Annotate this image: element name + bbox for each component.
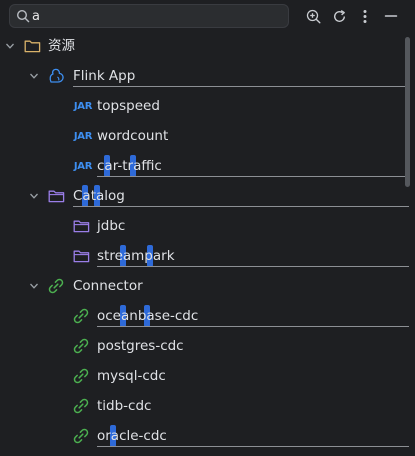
search-match-highlight	[130, 155, 136, 177]
tree-node-label: Flink App	[73, 68, 136, 84]
collapse-icon	[384, 15, 398, 17]
tree-node-label: Connector	[73, 278, 143, 294]
tree-leaf-tidb-cdc[interactable]: tidb-cdc	[0, 391, 415, 421]
tree-leaf-label: oceanbase-cdc	[97, 308, 199, 324]
link-icon	[72, 398, 90, 414]
separator-line	[97, 326, 409, 327]
search-match-highlight	[120, 305, 126, 327]
tree-leaf-oracle-cdc[interactable]: oracle-cdc	[0, 421, 415, 451]
search-match-highlight	[82, 185, 88, 207]
link-icon	[72, 338, 90, 354]
chevron-down-icon[interactable]	[29, 281, 39, 291]
tree-leaf-jdbc[interactable]: jdbc	[0, 211, 415, 241]
tree-leaf-label: car-traffic	[97, 158, 162, 174]
separator-line	[97, 446, 409, 447]
tree-leaf-topspeed[interactable]: JAR topspeed	[0, 91, 415, 121]
jar-icon: JAR	[73, 160, 93, 172]
tree-node-connector[interactable]: Connector	[0, 271, 415, 301]
tree-leaf-postgres-cdc[interactable]: postgres-cdc	[0, 331, 415, 361]
tree-leaf-label: jdbc	[97, 218, 126, 234]
catalog-folder-icon	[72, 248, 90, 264]
search-match-highlight	[147, 245, 153, 267]
catalog-folder-icon	[47, 188, 65, 204]
link-icon	[47, 278, 65, 294]
refresh-icon	[333, 9, 345, 22]
collapse-button[interactable]	[382, 7, 400, 25]
tree-node-flink-app[interactable]: Flink App	[0, 61, 415, 91]
chevron-down-icon[interactable]	[29, 191, 39, 201]
search-box[interactable]	[9, 4, 289, 28]
tree-leaf-label: mysql-cdc	[97, 368, 166, 384]
tree-leaf-mysql-cdc[interactable]: mysql-cdc	[0, 361, 415, 391]
more-vertical-icon	[363, 9, 367, 23]
tree-leaf-label: streampark	[97, 248, 175, 264]
tree-node-catalog[interactable]: Catalog	[0, 181, 415, 211]
tree-leaf-wordcount[interactable]: JAR wordcount	[0, 121, 415, 151]
refresh-button[interactable]	[330, 7, 348, 25]
search-match-highlight	[94, 185, 100, 207]
tree-leaf-label: postgres-cdc	[97, 338, 184, 354]
separator-line	[73, 86, 409, 87]
chevron-down-icon[interactable]	[5, 41, 15, 51]
tree-leaf-label: tidb-cdc	[97, 398, 152, 414]
chevron-down-icon[interactable]	[29, 71, 39, 81]
separator-line	[73, 206, 409, 207]
more-button[interactable]	[356, 7, 374, 25]
search-match-highlight	[110, 425, 116, 447]
tree-leaf-streampark[interactable]: streampark	[0, 241, 415, 271]
search-icon	[16, 9, 30, 23]
tree-node-root[interactable]: 资源	[0, 31, 415, 61]
folder-icon	[23, 38, 41, 54]
separator-line	[97, 266, 409, 267]
search-input[interactable]	[32, 6, 282, 26]
zoom-in-icon	[306, 9, 321, 24]
zoom-in-button[interactable]	[304, 7, 322, 25]
vertical-scrollbar[interactable]	[405, 37, 410, 187]
catalog-folder-icon	[72, 218, 90, 234]
squirrel-icon	[47, 68, 65, 84]
tree-node-label: Catalog	[73, 188, 125, 204]
link-icon	[72, 368, 90, 384]
link-icon	[72, 308, 90, 324]
separator-line	[97, 176, 409, 177]
search-match-highlight	[120, 245, 126, 267]
tree-leaf-label: oracle-cdc	[97, 428, 167, 444]
jar-icon: JAR	[73, 130, 93, 142]
link-icon	[72, 428, 90, 444]
tree-leaf-oceanbase-cdc[interactable]: oceanbase-cdc	[0, 301, 415, 331]
tree-leaf-car-traffic[interactable]: JAR car-traffic	[0, 151, 415, 181]
toolbar	[0, 0, 415, 34]
jar-icon: JAR	[73, 100, 93, 112]
tree-leaf-label: topspeed	[97, 98, 160, 114]
search-match-highlight	[144, 305, 150, 327]
tree-leaf-label: wordcount	[97, 128, 169, 144]
resource-tree: 资源 Flink App JAR topspeed JAR wordcount …	[0, 31, 415, 456]
search-match-highlight	[104, 155, 110, 177]
tree-node-label: 资源	[48, 38, 75, 54]
